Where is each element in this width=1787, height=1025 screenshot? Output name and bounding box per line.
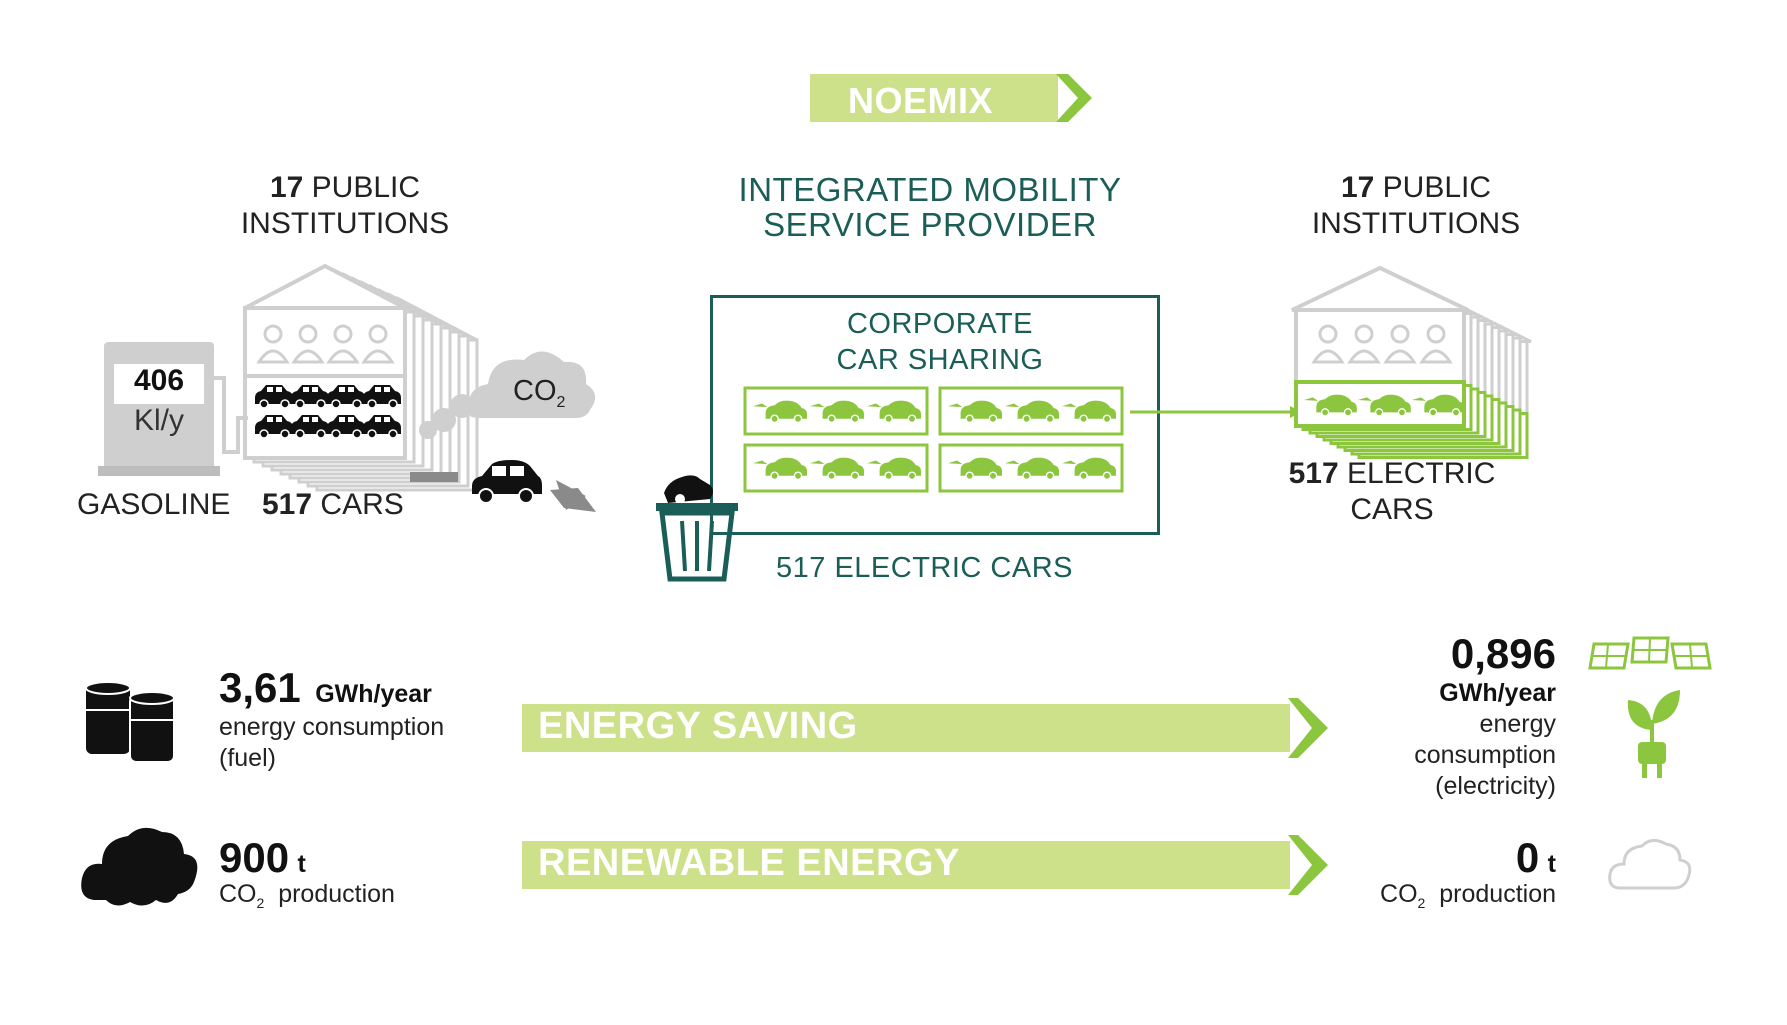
electricity-stat-line1: energy (1479, 710, 1556, 738)
co2-before-desc: CO2 production (219, 880, 395, 911)
co2-after-stat: 0 t (1356, 834, 1556, 882)
electricity-stat-line2: consumption (1414, 741, 1556, 769)
energy-saving-label: ENERGY SAVING (538, 705, 858, 747)
co2-after-label: production (1439, 880, 1556, 908)
right-cars-line1: ELECTRIC (1347, 457, 1496, 490)
fuel-stat-desc: energy consumption (fuel) (219, 712, 444, 774)
noemix-banner (810, 74, 1092, 122)
co2-after-sub: 2 (1417, 895, 1426, 911)
trash-bin-icon (656, 475, 738, 582)
left-institutions-heading: 17 PUBLIC INSTITUTIONS (225, 170, 465, 242)
fuel-stat-line1: energy consumption (219, 713, 445, 741)
renewable-energy-banner (522, 835, 1328, 895)
left-buildings-icon (243, 263, 479, 492)
noemix-title: NOEMIX (848, 80, 994, 121)
outline-cloud-icon (1608, 839, 1692, 890)
fuel-stat-unit: GWh/year (315, 680, 432, 708)
right-institutions-line1: PUBLIC (1382, 171, 1492, 204)
fuel-volume-unit: Kl/y (133, 404, 184, 437)
car-to-trash-arrow (410, 472, 596, 512)
right-institutions-count: 17 (1340, 171, 1375, 204)
right-cars-label: 517 ELECTRIC CARS (1272, 456, 1512, 528)
car-sharing-line2: CAR SHARING (836, 344, 1044, 376)
fuel-stat-line2: (fuel) (219, 744, 276, 772)
co2-after-desc: CO2 production (1336, 880, 1556, 911)
electricity-stat-value: 0,896 (1450, 630, 1556, 677)
co2-before-sub: 2 (256, 895, 265, 911)
left-institutions-line1: PUBLIC (311, 171, 421, 204)
car-sharing-box (710, 295, 1160, 535)
electricity-stat-line3: (electricity) (1435, 772, 1556, 800)
fleet-connector-arrow (1130, 406, 1302, 418)
right-buildings-icon (1291, 265, 1532, 459)
left-cars-count: 517 (262, 488, 313, 521)
left-cars-label: 517 CARS (262, 488, 404, 522)
green-plug-icon (1627, 690, 1680, 778)
right-cars-line2: CARS (1350, 493, 1434, 526)
fuel-stat-value: 3,61 (219, 664, 301, 711)
gasoline-label: GASOLINE (77, 488, 231, 521)
right-institutions-line2: INSTITUTIONS (1311, 207, 1521, 240)
electric-car-grid (743, 386, 1124, 493)
car-sharing-line1: CORPORATE (846, 308, 1034, 340)
left-institutions-count: 17 (269, 171, 304, 204)
black-car-icon (472, 460, 542, 504)
co2-before-stat: 900 t (219, 834, 306, 882)
fuel-stat: 3,61 GWh/year (219, 664, 432, 712)
left-institutions-line2: INSTITUTIONS (240, 207, 450, 240)
co2-before-label: production (278, 880, 395, 908)
energy-saving-banner (522, 698, 1328, 758)
co2-before-co: CO (219, 880, 257, 908)
left-cars-text: CARS (320, 488, 404, 521)
electricity-stat-desc: GWh/year energy consumption (electricity… (1336, 678, 1556, 802)
electricity-stat-unit: GWh/year (1439, 679, 1556, 707)
fuel-volume-value: 406 (133, 364, 185, 397)
black-cloud-icon (81, 827, 198, 906)
co2-cloud-sub: 2 (556, 393, 566, 411)
right-cars-count: 517 (1288, 457, 1339, 490)
co2-after-value: 0 (1515, 834, 1540, 881)
right-institutions-heading: 17 PUBLIC INSTITUTIONS (1296, 170, 1536, 242)
co2-before-unit: t (297, 850, 306, 878)
gas-pump-icon (98, 342, 248, 476)
solar-panels-icon (1588, 636, 1712, 670)
co2-cloud-icon (419, 351, 596, 439)
fuel-barrels-icon (85, 681, 175, 763)
co2-cloud-co: CO (513, 375, 557, 407)
center-electric-cars-label: 517 ELECTRIC CARS (776, 552, 1073, 584)
center-heading-line1: INTEGRATED MOBILITY (738, 171, 1122, 208)
renewable-energy-label: RENEWABLE ENERGY (538, 842, 960, 884)
center-heading: INTEGRATED MOBILITY SERVICE PROVIDER (700, 172, 1160, 242)
center-heading-line2: SERVICE PROVIDER (763, 206, 1097, 243)
co2-cloud-label: CO2 (513, 375, 565, 412)
co2-before-value: 900 (219, 834, 290, 881)
co2-after-co: CO (1380, 880, 1418, 908)
car-sharing-title: CORPORATE CAR SHARING (800, 306, 1080, 378)
co2-after-unit: t (1547, 850, 1556, 878)
